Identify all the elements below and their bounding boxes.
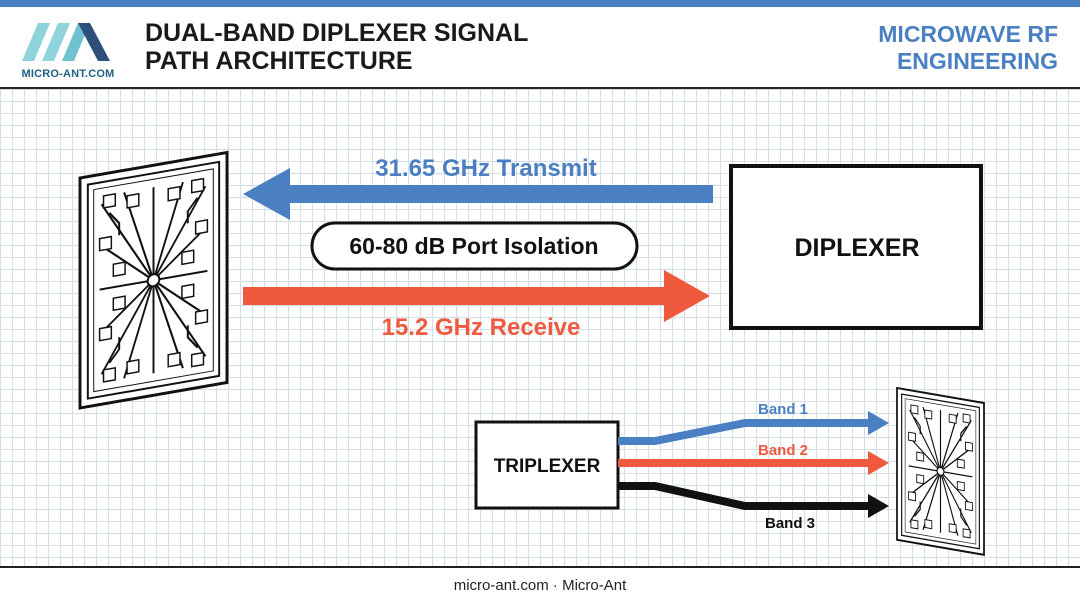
receive-arrow bbox=[243, 270, 710, 322]
band-3-path bbox=[618, 482, 889, 518]
band-2-label: Band 2 bbox=[758, 442, 808, 459]
receive-label: 15.2 GHz Receive bbox=[382, 314, 581, 341]
isolation-label: 60-80 dB Port Isolation bbox=[349, 233, 598, 259]
diplexer-box: DIPLEXER bbox=[729, 164, 983, 330]
footer: micro-ant.com · Micro-Ant bbox=[0, 566, 1080, 605]
category-line-2: ENGINEERING bbox=[896, 48, 1058, 74]
title-line-2: PATH ARCHITECTURE bbox=[145, 47, 413, 75]
title-line-1: DUAL-BAND DIPLEXER SIGNAL bbox=[145, 19, 529, 47]
band-3-label: Band 3 bbox=[765, 515, 815, 532]
logo-text: MICRO-ANT.COM bbox=[21, 68, 115, 80]
logo: MICRO-ANT.COM bbox=[16, 17, 120, 87]
band-1-path bbox=[618, 411, 889, 445]
band-1-label: Band 1 bbox=[758, 401, 808, 418]
transmit-arrow bbox=[243, 168, 713, 220]
header: MICRO-ANT.COM DUAL-BAND DIPLEXER SIGNAL … bbox=[0, 7, 1080, 89]
triplexer-label: TRIPLEXER bbox=[494, 456, 601, 477]
page-title: DUAL-BAND DIPLEXER SIGNAL PATH ARCHITECT… bbox=[145, 19, 665, 75]
diplexer-label: DIPLEXER bbox=[794, 234, 919, 262]
category-line-1: MICROWAVE RF bbox=[878, 21, 1058, 47]
top-accent-bar bbox=[0, 0, 1080, 7]
band-2-path bbox=[618, 451, 889, 475]
triplexer-box: TRIPLEXER bbox=[474, 420, 620, 510]
transmit-label: 31.65 GHz Transmit bbox=[375, 155, 596, 182]
antenna-chip-left bbox=[78, 150, 229, 410]
footer-text: micro-ant.com · Micro-Ant bbox=[453, 577, 627, 594]
category-label: MICROWAVE RF ENGINEERING bbox=[738, 21, 1058, 75]
antenna-chip-right bbox=[895, 386, 986, 556]
logo-mark-icon bbox=[22, 23, 110, 61]
isolation-badge: 60-80 dB Port Isolation bbox=[310, 221, 639, 271]
